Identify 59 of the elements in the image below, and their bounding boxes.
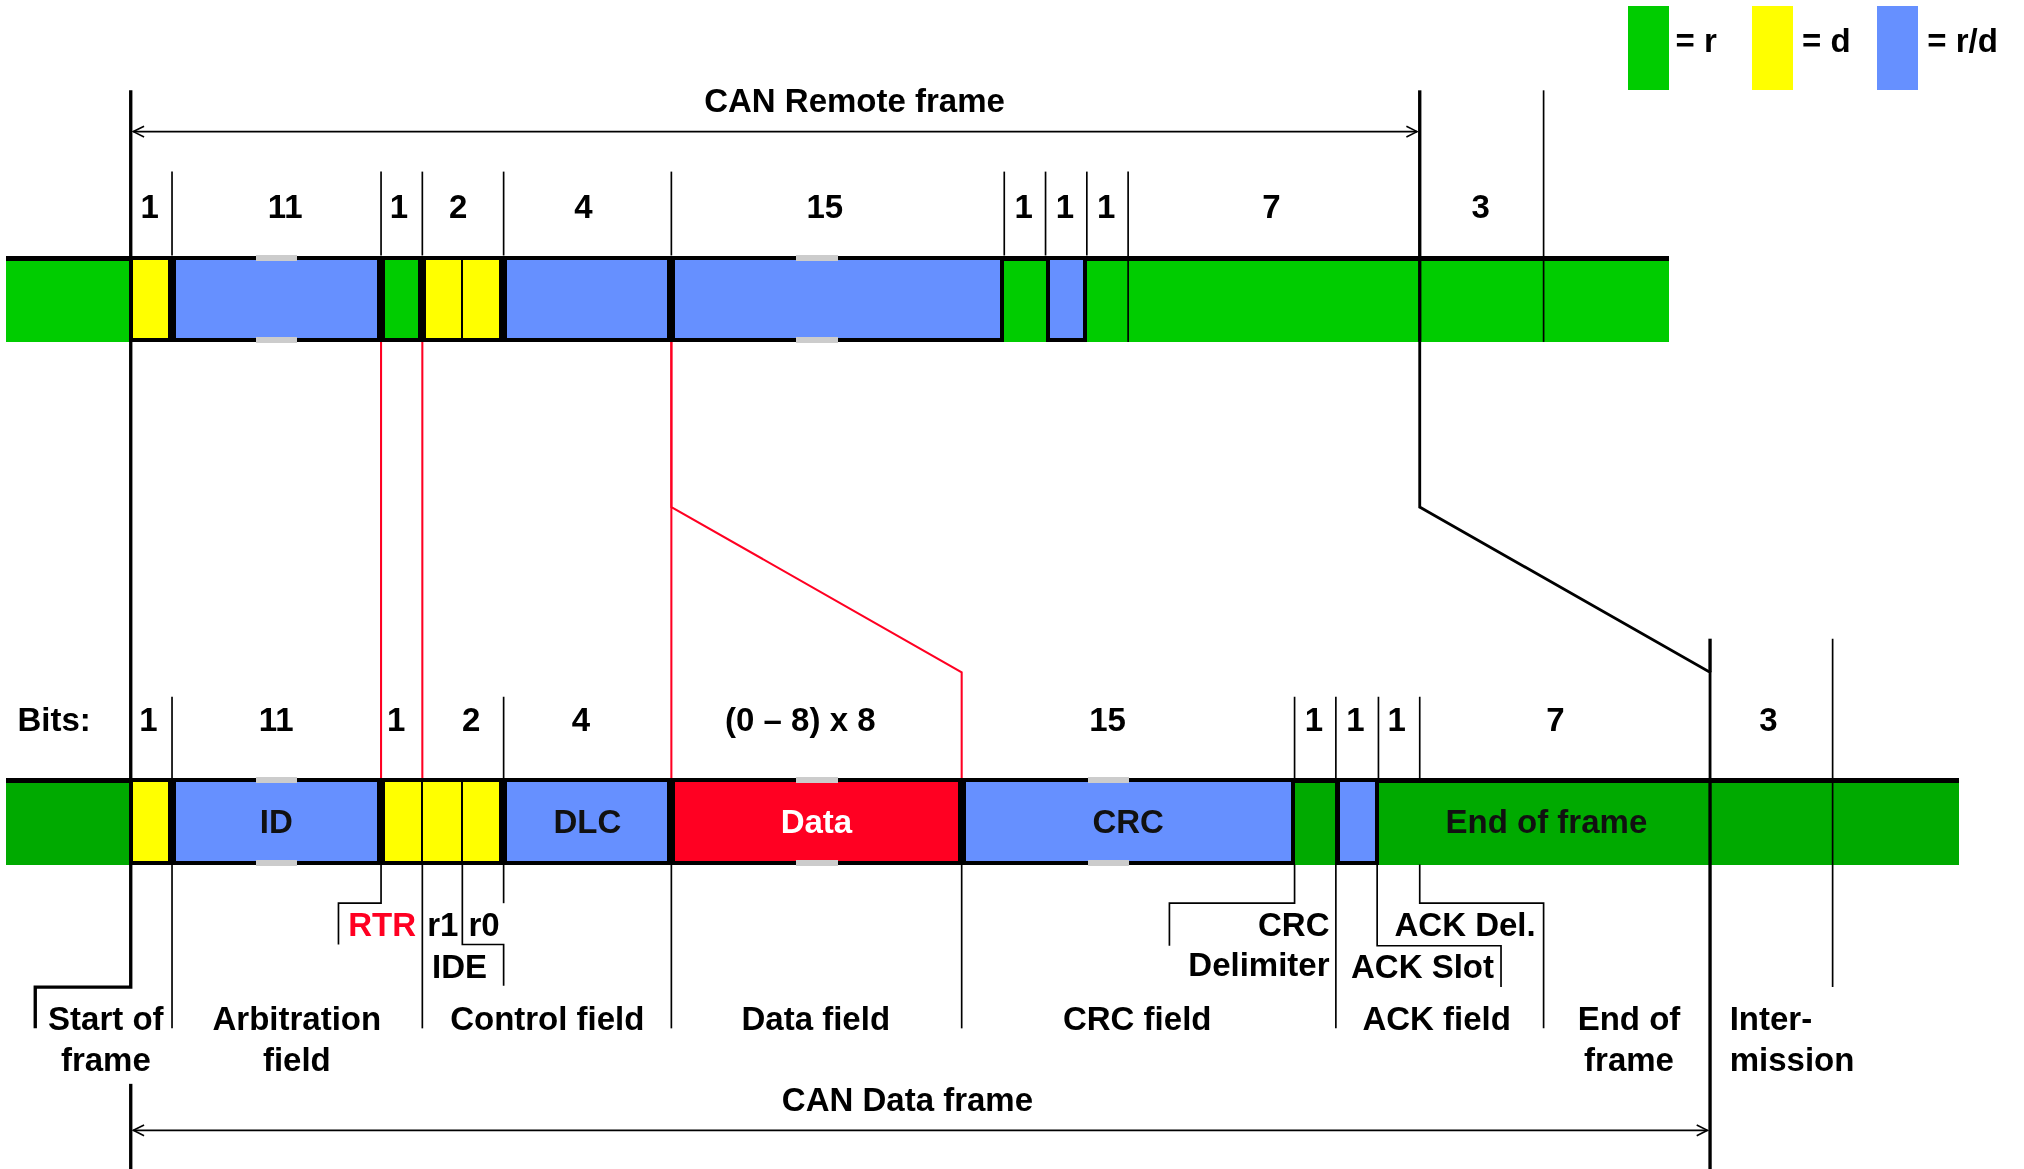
bit-count: 7 — [1546, 699, 1565, 740]
bit-name: r1 — [427, 904, 459, 945]
bit-name: CRC Delimiter — [1187, 904, 1330, 986]
mapping-line — [670, 341, 963, 779]
field-label: Arbitration field — [211, 999, 383, 1080]
bit-count: 1 — [139, 699, 158, 740]
bit-count: 1 — [1387, 699, 1406, 740]
field-label: Start of frame — [47, 999, 165, 1080]
bit-field-box — [171, 778, 381, 865]
bit-count: 4 — [574, 187, 593, 228]
bit-count: 15 — [1089, 699, 1126, 740]
bit-count: 7 — [1262, 187, 1281, 228]
bit-count: 15 — [806, 187, 844, 228]
bit-name: ACK Slot — [1350, 947, 1494, 988]
frame-title: CAN Data frame — [781, 1080, 1034, 1121]
bit-field-box — [961, 778, 1295, 865]
bit-count: 1 — [1304, 699, 1324, 740]
bit-name: ACK Del. — [1394, 904, 1536, 945]
bit-count: 1 — [387, 699, 406, 740]
field-label: End of frame — [1576, 999, 1682, 1080]
field-label: CRC field — [1062, 999, 1212, 1040]
frame-title: CAN Remote frame — [704, 81, 1005, 122]
field-label: ACK field — [1362, 999, 1511, 1040]
bit-count: 1 — [1055, 187, 1075, 228]
bit-count: 1 — [1014, 187, 1033, 228]
field-label: Control field — [450, 999, 645, 1040]
bit-count: 2 — [449, 187, 468, 228]
field-label: Data field — [741, 999, 891, 1040]
mapping-line — [1418, 341, 1712, 779]
field-label: Inter- mission — [1729, 999, 1856, 1080]
bit-name: r0 — [468, 904, 500, 945]
field-name: End of frame — [1445, 801, 1648, 842]
bit-name: RTR — [348, 904, 416, 945]
bit-count: 4 — [571, 699, 591, 740]
row-label: Bits: — [17, 699, 91, 740]
bit-count: 3 — [1759, 699, 1778, 740]
bit-count: 11 — [258, 699, 294, 740]
legend-text: = r — [1675, 22, 1717, 61]
bit-name: IDE — [432, 947, 487, 988]
legend-text: = d — [1801, 22, 1851, 61]
bit-count: 2 — [461, 699, 481, 740]
bit-count: 11 — [267, 187, 303, 228]
bit-field-box — [171, 255, 381, 343]
field-name: ID — [259, 802, 293, 841]
mapping-line — [380, 341, 383, 779]
field-name: CRC — [1092, 802, 1164, 841]
bit-count: 1 — [1346, 699, 1365, 740]
bit-count: 3 — [1471, 187, 1490, 228]
bit-count: 1 — [389, 187, 409, 228]
bit-count: 1 — [1097, 187, 1116, 228]
legend-text: = r/d — [1927, 22, 1998, 61]
field-name: Data — [780, 802, 853, 841]
frame-bar — [6, 255, 1669, 343]
mapping-line — [421, 341, 424, 779]
bit-field-box — [671, 255, 1005, 343]
bit-count: (0 – 8) x 8 — [725, 699, 876, 740]
frame-bar — [6, 778, 1960, 865]
bit-count: 1 — [140, 187, 159, 228]
field-name: DLC — [553, 802, 622, 841]
